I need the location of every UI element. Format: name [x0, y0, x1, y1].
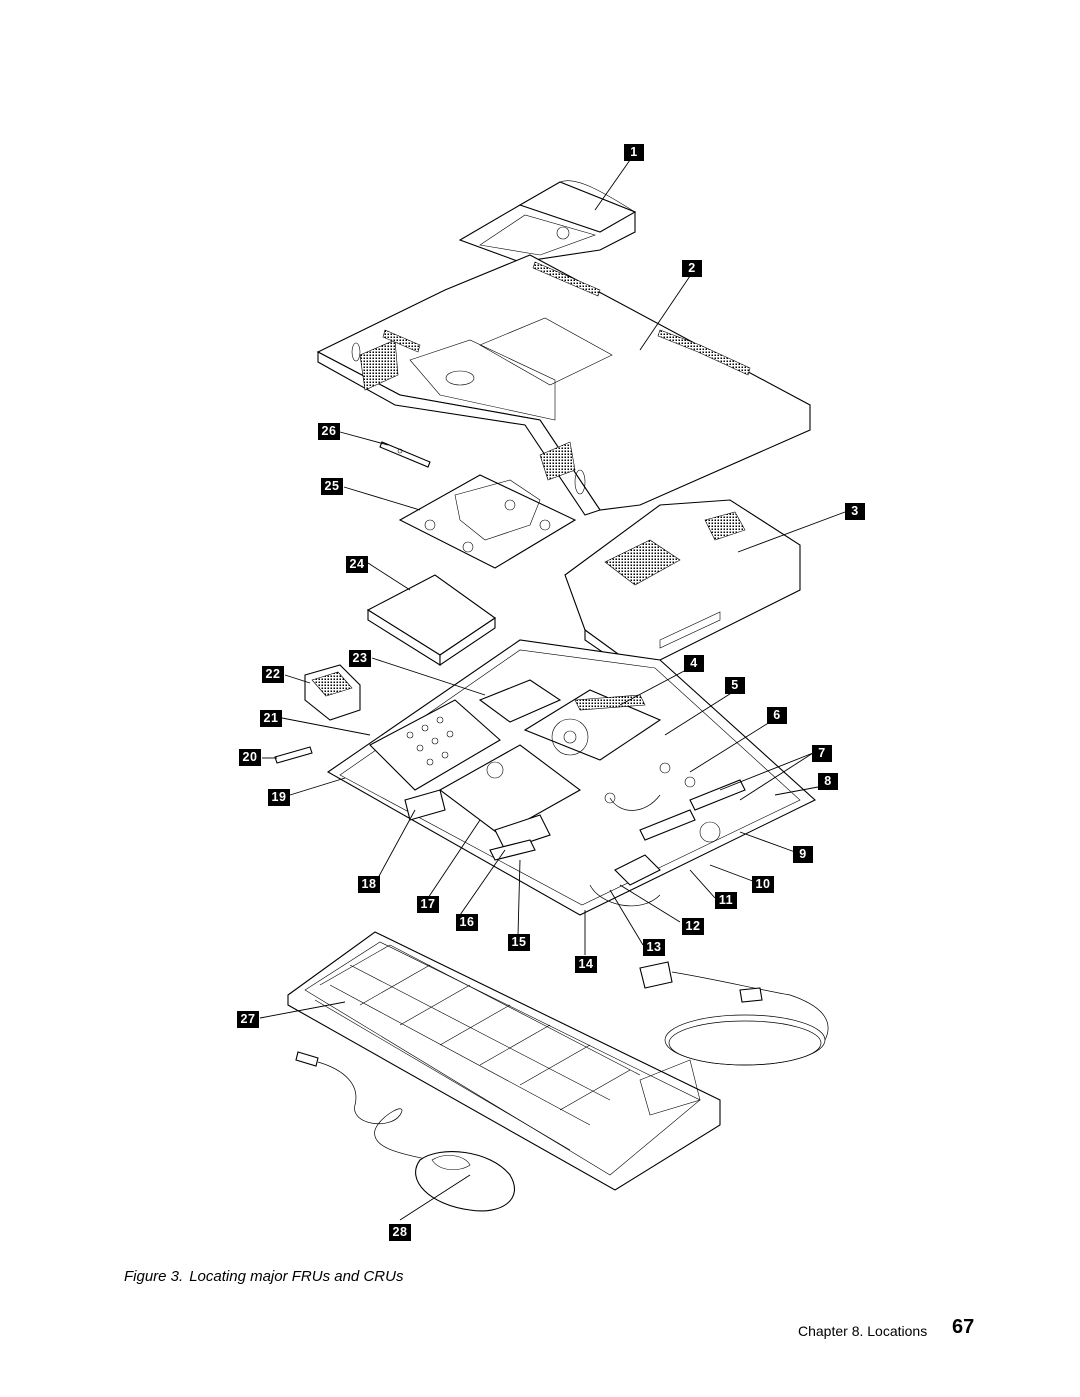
keyboard-part: [287, 931, 721, 1191]
mouse-part: [295, 1051, 516, 1212]
callout-14: 14: [575, 956, 597, 973]
callout-22: 22: [262, 666, 284, 683]
callout-10: 10: [752, 876, 774, 893]
callout-1: 1: [624, 144, 644, 161]
callout-4: 4: [684, 655, 704, 672]
callout-3: 3: [845, 503, 865, 520]
bracket-part: [379, 441, 431, 468]
hdd-cage-part: [369, 699, 501, 791]
callout-20: 20: [239, 749, 261, 766]
leader-lines: [259, 159, 846, 1221]
callout-27: 27: [237, 1011, 259, 1028]
page-number: 67: [952, 1316, 975, 1338]
callout-25: 25: [321, 478, 343, 495]
callout-11: 11: [715, 892, 737, 909]
stand-part: [458, 180, 637, 263]
exploded-parts-diagram: [259, 159, 846, 1221]
optical-drive-part: [366, 574, 496, 667]
callout-6: 6: [767, 707, 787, 724]
callout-12: 12: [682, 918, 704, 935]
callout-24: 24: [346, 556, 368, 573]
keyboard-cable-part: [639, 961, 829, 1066]
shield-cover-part: [564, 499, 801, 680]
callout-2: 2: [682, 260, 702, 277]
mounting-plate-part: [398, 474, 577, 569]
wifi-card-part: [478, 679, 562, 723]
callout-21: 21: [260, 710, 282, 727]
figure-caption: Figure 3. Locating major FRUs and CRUs: [124, 1268, 403, 1285]
figure-title: Locating major FRUs and CRUs: [189, 1268, 404, 1285]
heatsink-fan-part: [523, 689, 662, 761]
callout-19: 19: [268, 789, 290, 806]
callout-18: 18: [358, 876, 380, 893]
callout-5: 5: [725, 677, 745, 694]
callout-8: 8: [818, 773, 838, 790]
callout-16: 16: [456, 914, 478, 931]
callout-15: 15: [508, 934, 530, 951]
key-rows: [314, 944, 641, 1151]
rear-cover-part: [316, 254, 811, 516]
figure-number: Figure 3.: [124, 1268, 184, 1285]
callout-9: 9: [793, 846, 813, 863]
callout-23: 23: [349, 650, 371, 667]
callout-7: 7: [812, 745, 832, 762]
callout-26: 26: [318, 423, 340, 440]
footer-chapter: Chapter 8. Locations: [798, 1323, 928, 1339]
speaker-bracket-part: [304, 664, 361, 721]
callout-28: 28: [389, 1224, 411, 1241]
small-card-part: [274, 746, 313, 764]
callout-13: 13: [643, 939, 665, 956]
callout-17: 17: [417, 896, 439, 913]
